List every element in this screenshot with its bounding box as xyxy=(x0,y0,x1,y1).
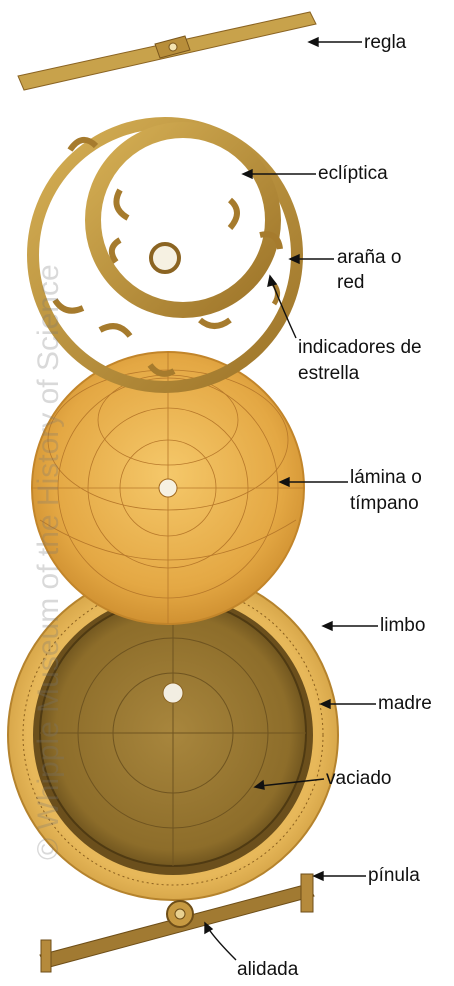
regla-rule xyxy=(18,12,316,90)
watermark-credit: © Whipple Museum of the History of Scien… xyxy=(34,264,64,860)
label-vaciado: vaciado xyxy=(326,767,392,790)
label-madre: madre xyxy=(378,692,432,715)
label-lamina-line2: tímpano xyxy=(350,492,419,515)
label-arana-line2: red xyxy=(337,271,364,294)
label-alidada: alidada xyxy=(237,958,298,981)
rete-arana xyxy=(33,123,298,387)
label-limbo: limbo xyxy=(380,614,425,637)
leader-alidada xyxy=(208,928,236,960)
label-regla: regla xyxy=(364,31,406,54)
label-ecliptica: eclíptica xyxy=(318,162,388,185)
label-indicadores-line1: indicadores de xyxy=(298,336,422,359)
label-arana-line1: araña o xyxy=(337,246,401,269)
label-lamina-line1: lámina o xyxy=(350,466,422,489)
label-pinula: pínula xyxy=(368,864,420,887)
label-indicadores-line2: estrella xyxy=(298,362,359,385)
